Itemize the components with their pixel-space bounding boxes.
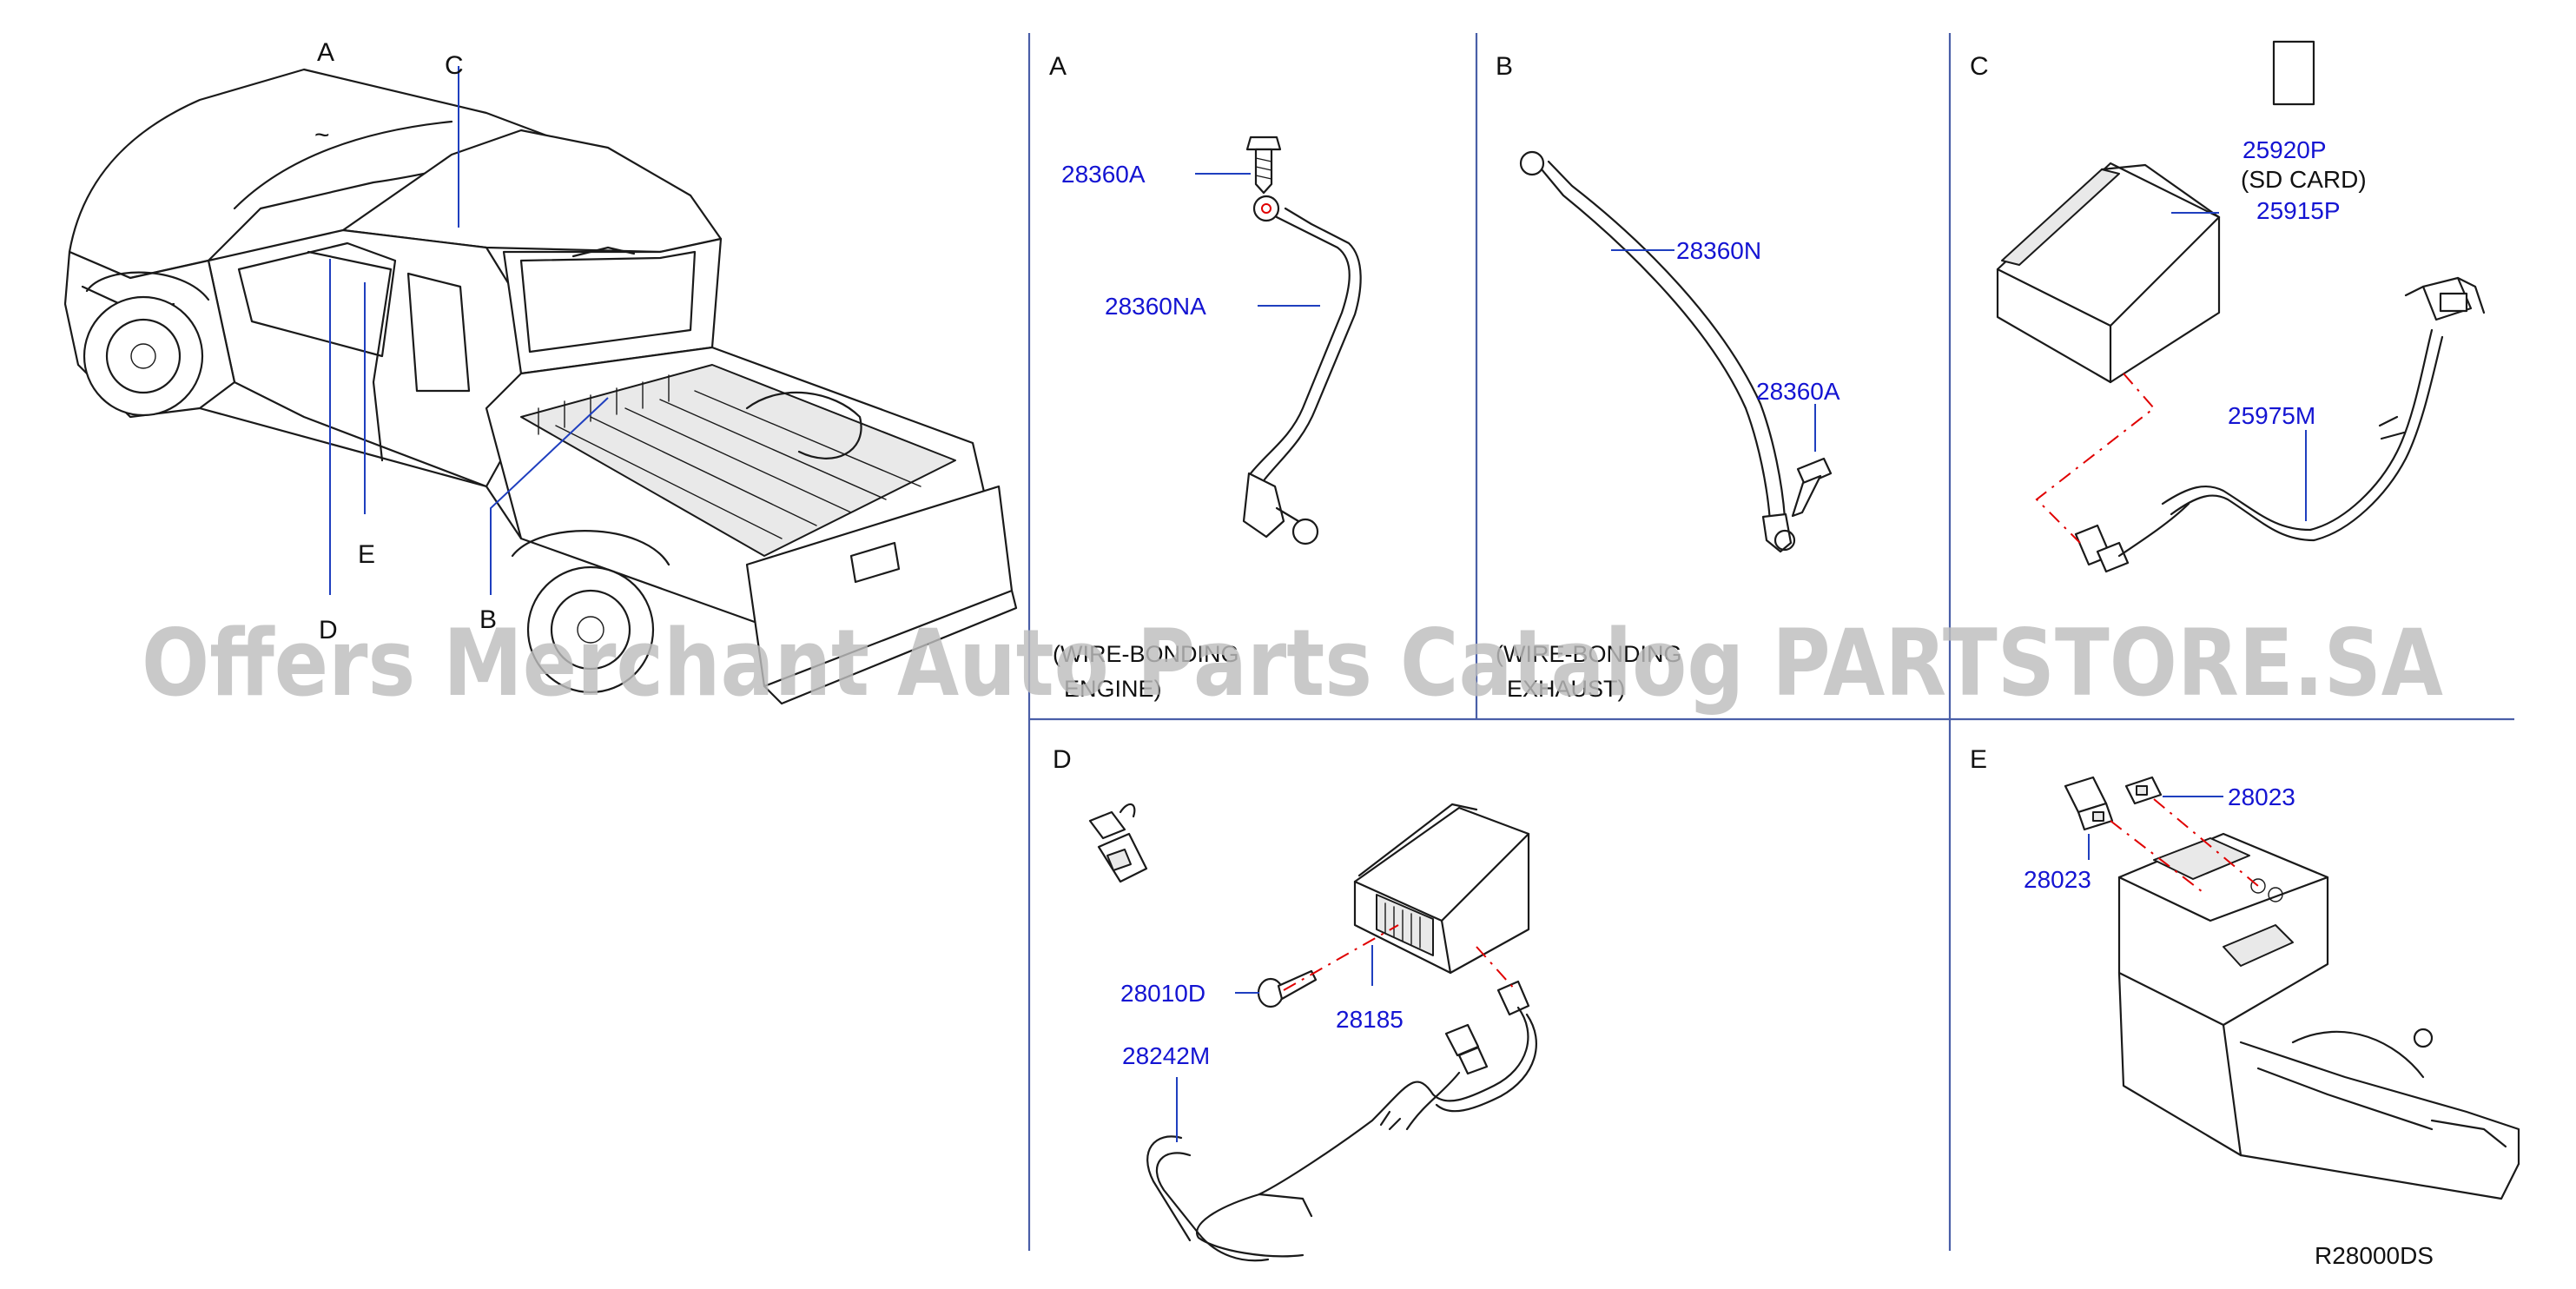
watermark-text: Offers Merchant Auto Parts Catalog PARTS… xyxy=(142,610,2443,717)
panel-b-letter: B xyxy=(1496,52,1513,81)
part-number-28360na: 28360NA xyxy=(1105,293,1206,320)
truck-callout-e: E xyxy=(358,540,375,569)
diagram-code: R28000DS xyxy=(2315,1242,2434,1269)
harness-25975m xyxy=(2074,276,2486,573)
panel-e-letter: E xyxy=(1970,745,1987,774)
panel-a-letter: A xyxy=(1049,52,1067,81)
harness-28242m xyxy=(1146,980,1537,1262)
panel-b-caption-line2: EXHAUST) xyxy=(1507,676,1626,702)
panel-c: C 25920P (SD CARD) 25915P 259 xyxy=(1970,40,2486,573)
panel-a: A 28360A 28360NA (WIRE-BONDING ENGINE) xyxy=(1049,52,1362,702)
part-number-25975m: 25975M xyxy=(2228,402,2315,429)
panel-d: D xyxy=(1053,745,1537,1262)
part-number-28010d: 28010D xyxy=(1120,980,1205,1007)
part-number-28360a-b: 28360A xyxy=(1756,378,1840,405)
truck-callout-tilde: ~ xyxy=(314,121,330,149)
control-unit-28185 xyxy=(1353,803,1530,975)
panel-d-letter: D xyxy=(1053,745,1072,774)
switch-28023-left xyxy=(2064,776,2114,831)
audio-unit-25915p xyxy=(1996,162,2221,384)
part-number-28023-top: 28023 xyxy=(2228,783,2295,810)
truck-callout-a: A xyxy=(317,38,334,67)
connector-bracket xyxy=(1088,803,1148,883)
bolt-28360a-b xyxy=(1791,457,1833,518)
truck-leader-lines xyxy=(329,66,609,595)
truck-illustration xyxy=(63,68,1018,705)
part-number-25915p: 25915P xyxy=(2256,197,2341,224)
bolt-28360a-a xyxy=(1245,136,1282,195)
part-number-28023-left: 28023 xyxy=(2024,866,2091,893)
part-number-28360n: 28360N xyxy=(1676,237,1761,264)
panel-b: B 28360N 28360A (WIRE-BONDING EXHAUST) xyxy=(1496,52,1840,702)
panel-a-caption-line2: ENGINE) xyxy=(1064,676,1162,702)
truck-callout-d: D xyxy=(319,616,338,644)
sd-card-icon xyxy=(2272,40,2315,106)
truck-callout-b: B xyxy=(479,605,497,634)
panel-a-caption-line1: (WIRE-BONDING xyxy=(1053,641,1238,667)
sd-card-note: (SD CARD) xyxy=(2241,166,2367,193)
panel-b-caption-line1: (WIRE-BONDING xyxy=(1496,641,1681,667)
panel-c-letter: C xyxy=(1970,52,1989,81)
part-number-25920p: 25920P xyxy=(2242,136,2327,163)
part-number-28360a-a: 28360A xyxy=(1061,161,1146,188)
part-number-28242m: 28242M xyxy=(1122,1042,1210,1069)
center-console xyxy=(2117,832,2520,1200)
panel-e: E 28023 xyxy=(1970,745,2520,1200)
panel-dividers xyxy=(1027,33,2514,1251)
truck-callout-c: C xyxy=(445,51,464,80)
switch-28023-right xyxy=(2124,776,2163,805)
part-number-28185: 28185 xyxy=(1336,1006,1404,1033)
